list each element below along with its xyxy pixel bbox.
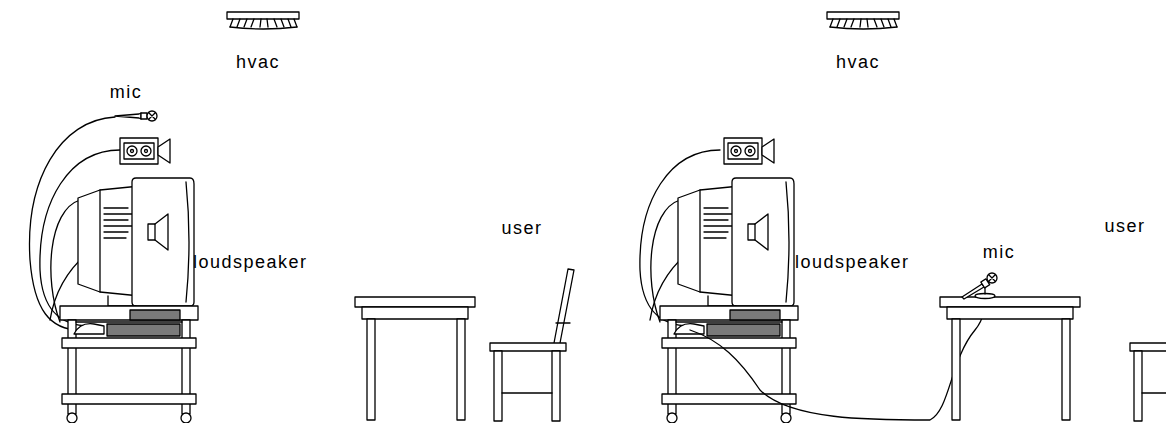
part-label: mic xyxy=(983,242,1016,262)
microphone-on-stand xyxy=(962,273,997,299)
mic-cable xyxy=(690,298,985,420)
monitor-cable xyxy=(651,200,680,322)
part-label: loudspeaker xyxy=(795,252,910,272)
part-label: user xyxy=(1104,216,1145,236)
hvac-vent xyxy=(827,12,899,29)
part-label: hvac xyxy=(836,52,880,72)
video-camera xyxy=(724,138,774,164)
microphone xyxy=(115,111,157,121)
part-label: hvac xyxy=(236,52,280,72)
crt-monitor xyxy=(78,178,194,306)
equipment-cart xyxy=(660,306,798,423)
hvac-vent xyxy=(227,12,299,29)
chair xyxy=(1130,269,1166,421)
crt-monitor xyxy=(678,178,794,306)
part-label: loudspeaker xyxy=(193,252,308,272)
part-label: user xyxy=(501,218,542,238)
chair xyxy=(490,269,574,421)
desk xyxy=(940,297,1080,420)
equipment-cart xyxy=(60,306,198,423)
part-label: mic xyxy=(110,82,143,102)
video-camera xyxy=(120,138,170,164)
desk xyxy=(355,297,475,420)
monitor-cable xyxy=(51,200,80,322)
